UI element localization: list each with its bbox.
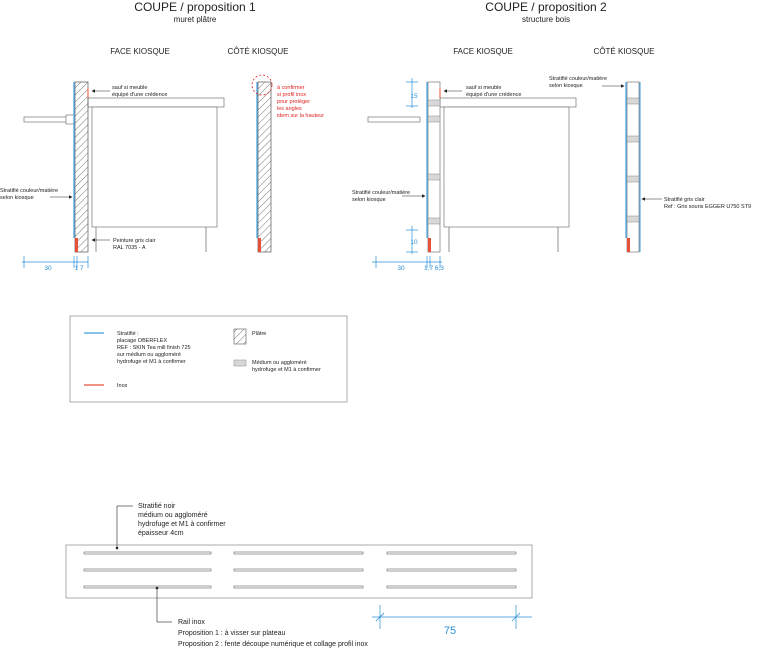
coupe2-note-gris-1: Stratifié gris clair xyxy=(664,197,705,203)
coupe1-face-label: FACE KIOSQUE xyxy=(110,47,170,56)
coupe2-face-label: FACE KIOSQUE xyxy=(453,47,513,56)
coupe2-dim-30: 30 xyxy=(397,265,405,272)
legend-medium-2: hydrofuge et M1 à confirmer xyxy=(252,367,321,373)
coupe2-vertical-dimensions xyxy=(406,78,418,254)
coupe1-subtitle: muret plâtre xyxy=(174,15,217,24)
coupe1-note-stratifie-2: selon kiosque xyxy=(0,195,34,201)
plan-dimension-75 xyxy=(372,605,532,629)
coupe1-dim-17: 1 7 xyxy=(74,265,83,272)
coupe1-dim-30: 30 xyxy=(44,265,52,272)
coupe1-note-peinture-2: RAL 7035 - A xyxy=(113,245,146,251)
plan-note-rail-2: Proposition 1 : à visser sur plateau xyxy=(178,630,285,637)
legend-medium-swatch xyxy=(233,359,247,367)
plan-note-top-3: hydrofuge et M1 à confirmer xyxy=(138,521,226,528)
coupe2-cote-label: CÔTÉ KIOSQUE xyxy=(594,47,655,56)
coupe2-dim-15: 15 xyxy=(410,93,418,100)
coupe1-note-peinture-1: Peinture gris clair xyxy=(113,238,156,244)
coupe2-note-stratifie-face-1: Stratifié couleur/matière xyxy=(352,190,410,196)
coupe1-note-sauf-1: sauf si meuble xyxy=(112,85,147,91)
coupe2-cote-section xyxy=(625,81,641,253)
legend-platre-swatch xyxy=(233,328,247,345)
coupe1-cote-section xyxy=(251,74,273,253)
plan-note-rail-1: Rail inox xyxy=(178,619,205,626)
coupe2-note-stratifie-cote-1: Stratifié couleur/matière xyxy=(549,76,607,82)
coupe2-note-sauf-2: équipé d'une crédence xyxy=(466,92,521,98)
coupe1-note-sauf-2: équipé d'une crédence xyxy=(112,92,167,98)
legend-stratifie-3: REF : SKIN Tea mill finish 725 xyxy=(117,345,191,351)
coupe2-note-stratifie-cote-2: selon kiosque xyxy=(549,83,583,89)
coupe2-note-stratifie-face-2: selon kiosque xyxy=(352,197,386,203)
legend-stratifie-1: Stratifié : xyxy=(117,331,139,337)
legend-box xyxy=(69,315,348,403)
coupe2-note-gris-2: Ref : Gris souris EGGER U750 ST9 xyxy=(664,204,751,210)
legend-stratifie-2: placage OBERFLEX xyxy=(117,338,167,344)
plan-note-rail-3: Proposition 2 : fente découpe numérique … xyxy=(178,641,368,648)
coupe2-subtitle: structure bois xyxy=(522,15,570,24)
coupe2-dim-10: 10 xyxy=(410,239,418,246)
coupe1-note-confirmer-5: idem sur la hauteur xyxy=(277,113,324,119)
coupe1-note-confirmer-4: les angles xyxy=(277,106,302,112)
plan-view xyxy=(65,505,533,623)
plan-note-top-4: épaisseur 4cm xyxy=(138,530,184,537)
coupe1-title: COUPE / proposition 1 xyxy=(134,0,256,14)
coupe1-note-confirmer-2: si profil inox xyxy=(277,92,306,98)
coupe2-dim-1763: 1,7 6,3 xyxy=(424,265,444,272)
coupe1-note-confirmer-3: pour protéger xyxy=(277,99,310,105)
coupe1-face-section xyxy=(23,81,225,253)
legend-inox: Inox xyxy=(117,383,128,389)
plan-note-top-1: Stratifié noir xyxy=(138,503,176,510)
plan-note-top-2: médium ou aggloméré xyxy=(138,512,208,519)
plan-dim-75: 75 xyxy=(444,625,456,637)
legend-platre: Plâtre xyxy=(252,331,266,337)
legend-stratifie-4: sur médium ou aggloméré xyxy=(117,352,181,358)
coupe2-title: COUPE / proposition 2 xyxy=(485,0,607,14)
coupe1-cote-label: CÔTÉ KIOSQUE xyxy=(228,47,289,56)
legend-stratifie-5: hydrofuge et M1 à confirmer xyxy=(117,359,186,365)
coupe2-face-section xyxy=(367,81,577,253)
coupe2-note-sauf-1: sauf si meuble xyxy=(466,85,501,91)
coupe1-dimensions xyxy=(22,256,89,268)
legend-medium-1: Médium ou aggloméré xyxy=(252,360,307,366)
coupe1-note-confirmer-1: à confirmer xyxy=(277,85,305,91)
coupe2-horizontal-dimensions xyxy=(372,256,442,268)
coupe1-note-stratifie-1: Stratifié couleur/matière xyxy=(0,188,58,194)
